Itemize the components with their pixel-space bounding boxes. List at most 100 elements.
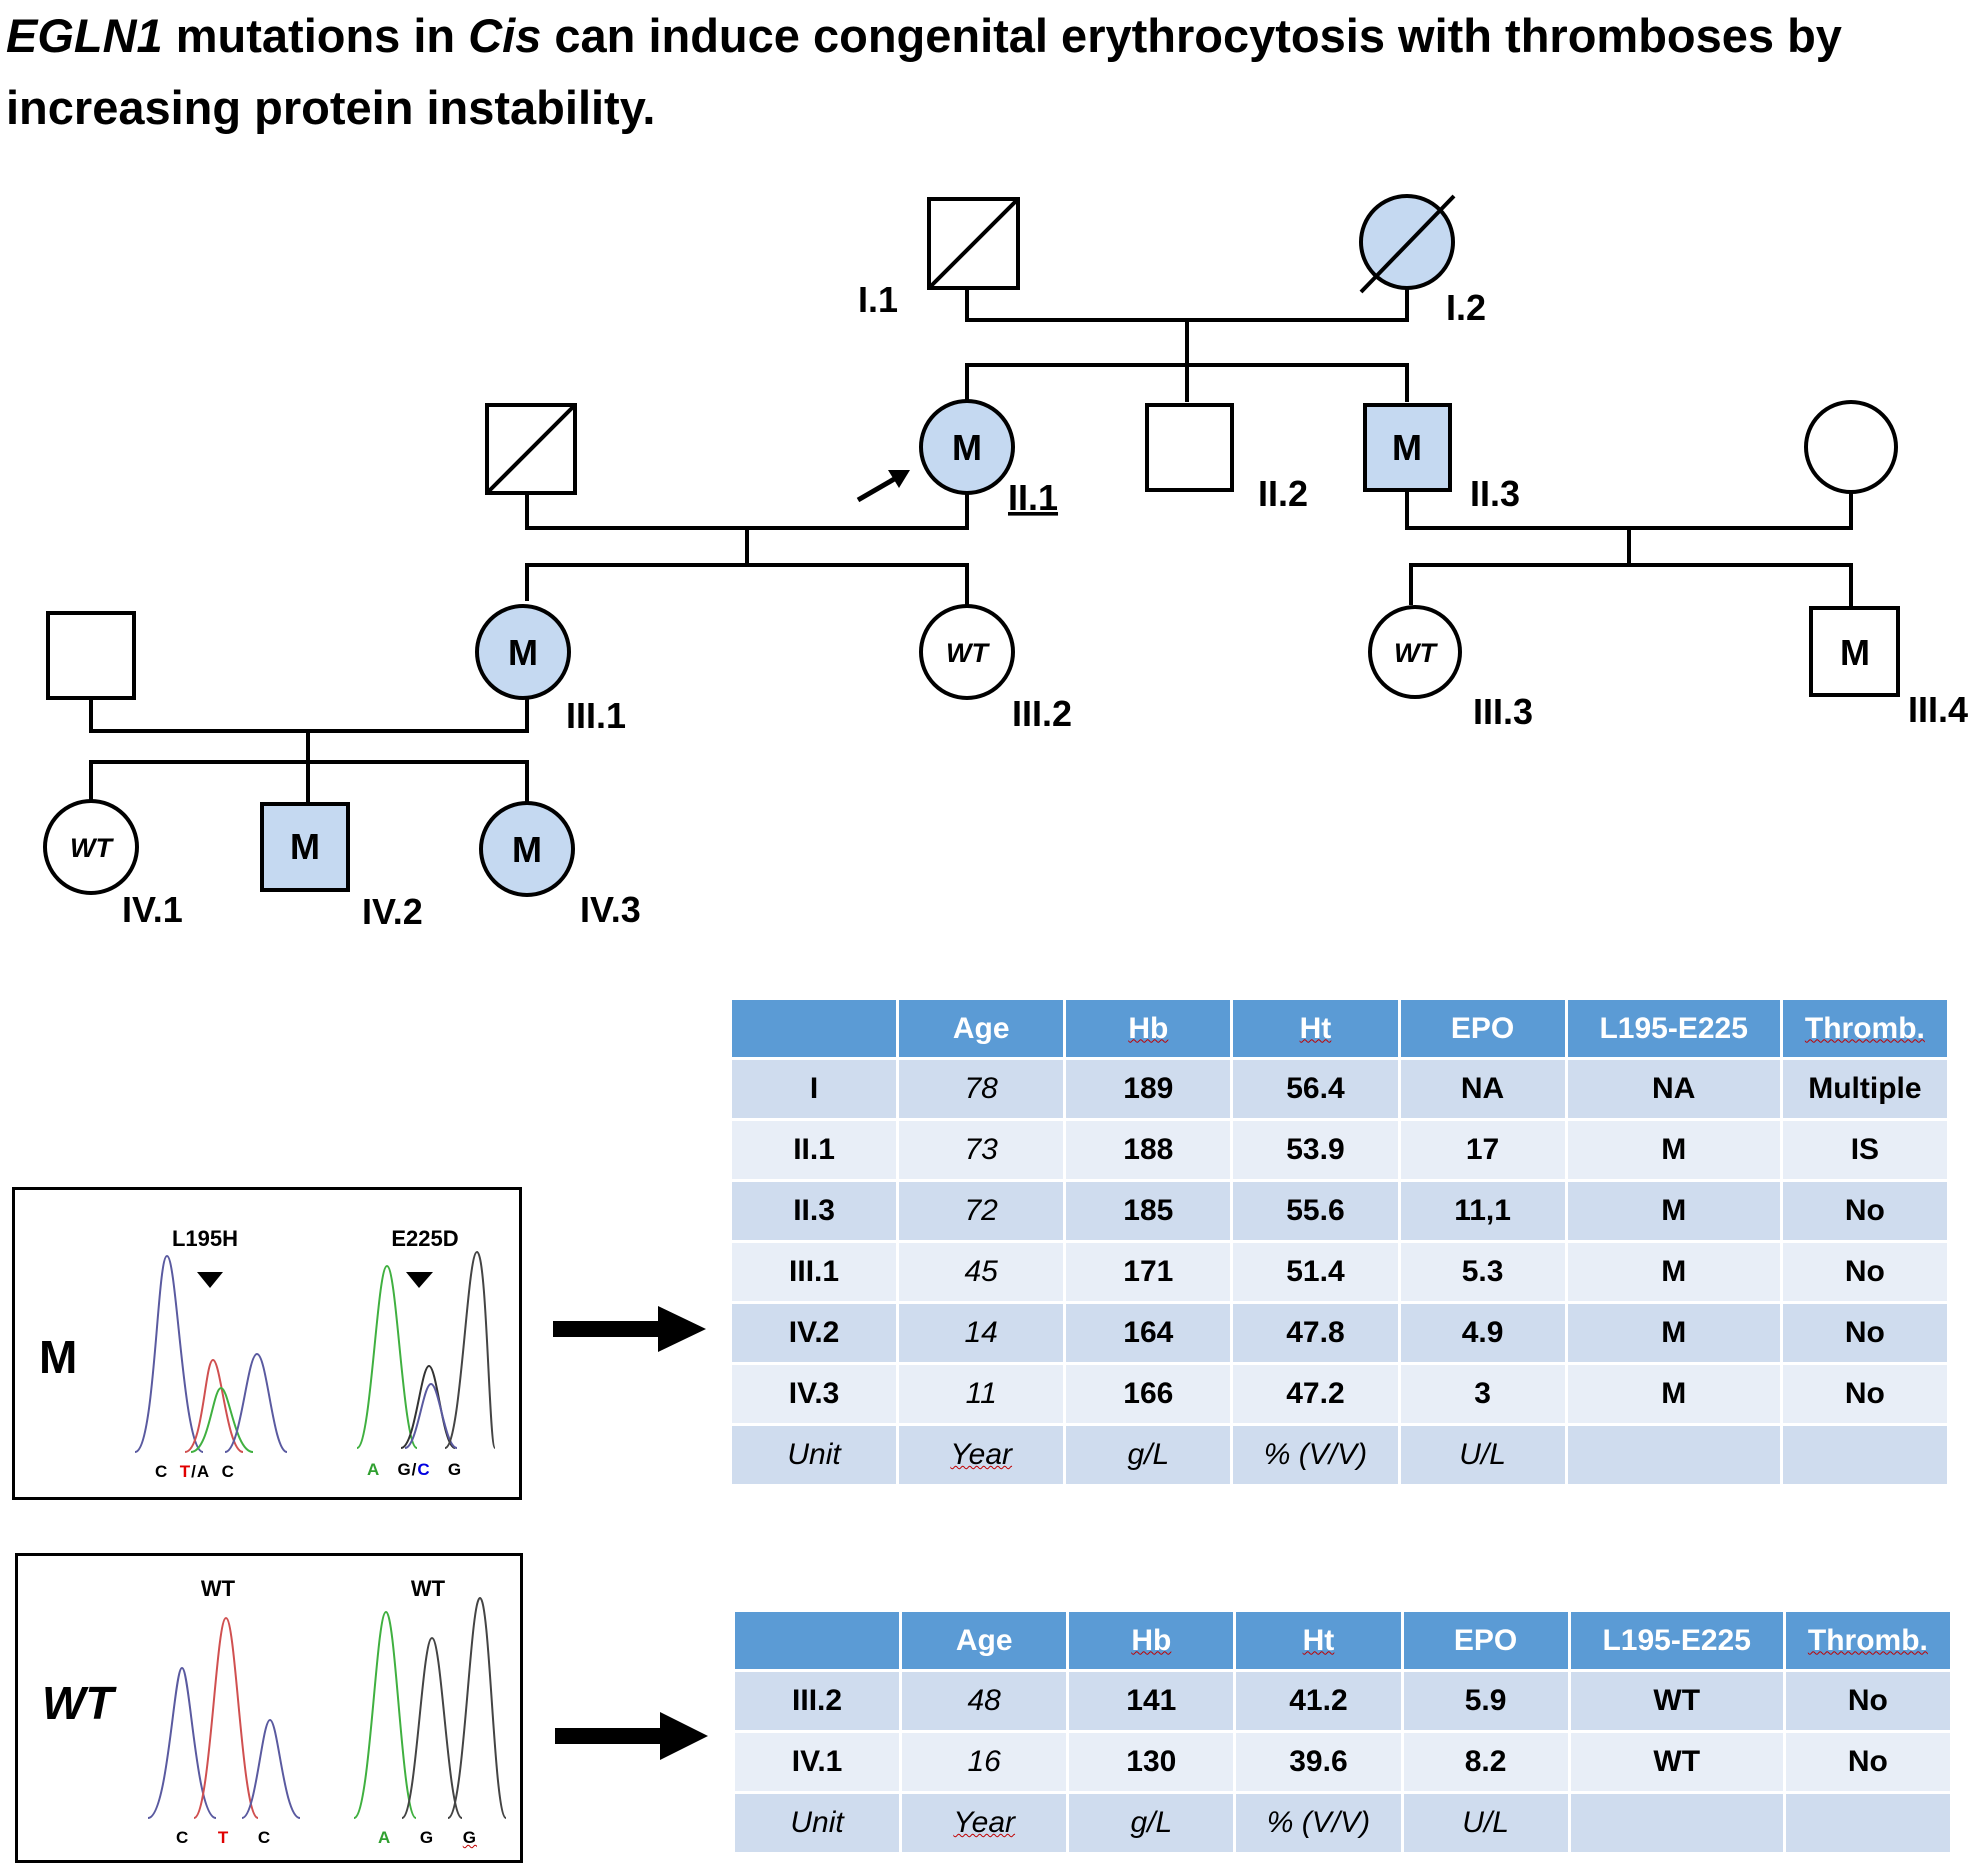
individual-III3: WT <box>1368 605 1462 699</box>
cell-thromb: No <box>1782 1304 1947 1362</box>
cell-epo: NA <box>1400 1060 1565 1118</box>
genotype-III1: M <box>508 632 538 673</box>
cell-thromb: No <box>1782 1182 1947 1240</box>
trace-wt-right-g2 <box>447 1596 507 1819</box>
cell-ht: 39.6 <box>1236 1733 1401 1791</box>
base-g: G <box>419 1828 435 1847</box>
cell-id: IV.1 <box>735 1733 900 1791</box>
header-ht-text: Ht <box>1302 1623 1335 1657</box>
table-mutant: Age Hb Ht EPO L195-E225 Thromb. I 78 189… <box>729 997 1950 1487</box>
chromatogram-m-traces <box>134 1250 496 1453</box>
base-c: C <box>176 1828 190 1847</box>
table-header: Age Hb Ht EPO L195-E225 Thromb. <box>735 1612 1950 1669</box>
header-hb-text: Hb <box>1128 1011 1169 1045</box>
pedigree-lines <box>89 288 1853 802</box>
header-age: Age <box>899 1000 1064 1057</box>
cell-genotype: NA <box>1567 1060 1780 1118</box>
cell-id: IV.2 <box>732 1304 897 1362</box>
cell-thromb: IS <box>1782 1121 1947 1179</box>
unit-epo: U/L <box>1400 1426 1565 1484</box>
genotype-III2: WT <box>946 638 990 668</box>
table-row: I 78 189 56.4 NA NA Multiple <box>732 1060 1947 1118</box>
individual-II1: M <box>919 399 1015 495</box>
cell-epo: 3 <box>1400 1365 1565 1423</box>
cell-epo: 5.9 <box>1403 1672 1568 1730</box>
cell-ht: 55.6 <box>1233 1182 1398 1240</box>
unit-age-text: Year <box>953 1806 1016 1839</box>
header-cell <box>732 1000 897 1057</box>
base-g: G/ <box>397 1460 418 1479</box>
cell-genotype: M <box>1567 1365 1780 1423</box>
base-t: T <box>217 1828 230 1847</box>
unit-age: Year <box>899 1426 1064 1484</box>
bases-wt-right: A G G <box>378 1828 477 1848</box>
individual-III2: WT <box>919 604 1015 700</box>
cell-hb: 141 <box>1069 1672 1234 1730</box>
unit-ht: % (V/V) <box>1233 1426 1398 1484</box>
cell-id: III.1 <box>732 1243 897 1301</box>
cell-age: 72 <box>899 1182 1064 1240</box>
cell-id: I <box>732 1060 897 1118</box>
unit-age: Year <box>902 1794 1067 1852</box>
unit-age-text: Year <box>950 1438 1013 1471</box>
cell-epo: 17 <box>1400 1121 1565 1179</box>
marker-l195h <box>197 1272 223 1288</box>
cell-age: 45 <box>899 1243 1064 1301</box>
cell-id: II.1 <box>732 1121 897 1179</box>
arrow-m <box>553 1306 706 1352</box>
trace-m-right-g <box>400 1364 456 1449</box>
panel-m-letter: M <box>39 1331 78 1383</box>
individual-IV1: WT <box>43 799 139 895</box>
unit-label: Unit <box>735 1794 900 1852</box>
cell-ht: 47.2 <box>1233 1365 1398 1423</box>
individual-I1 <box>927 197 1020 290</box>
title-part2: can induce congenital erythrocytosis wit… <box>6 9 1842 134</box>
unit-genotype <box>1570 1794 1783 1852</box>
label-II1: II.1 <box>1008 477 1058 518</box>
unit-genotype <box>1567 1426 1780 1484</box>
cell-thromb: No <box>1782 1365 1947 1423</box>
spouse-II3 <box>1804 400 1898 494</box>
label-III2: III.2 <box>1012 693 1072 734</box>
table-row: IV.3 11 166 47.2 3 M No <box>732 1365 1947 1423</box>
cell-genotype: WT <box>1570 1672 1783 1730</box>
table-row: IV.2 14 164 47.8 4.9 M No <box>732 1304 1947 1362</box>
cell-genotype: M <box>1567 1182 1780 1240</box>
panel-wt-label-left: WT <box>200 1576 236 1601</box>
genotype-III3: WT <box>1394 638 1438 668</box>
label-IV1: IV.1 <box>122 889 183 930</box>
cell-ht: 47.8 <box>1233 1304 1398 1362</box>
panel-m-label-right: E225D <box>391 1226 459 1251</box>
trace-m-left-c1 <box>134 1254 204 1453</box>
cell-thromb: No <box>1785 1672 1950 1730</box>
chromatogram-panel-wt: WT WT WT C T C A G G <box>15 1553 523 1863</box>
header-thromb-text: Thromb. <box>1804 1011 1925 1045</box>
cell-hb: 185 <box>1066 1182 1231 1240</box>
cell-age: 11 <box>899 1365 1064 1423</box>
genotype-IV3: M <box>512 829 542 870</box>
table-row: III.1 45 171 51.4 5.3 M No <box>732 1243 1947 1301</box>
table-unit-row: Unit Year g/L % (V/V) U/L <box>732 1426 1947 1484</box>
cell-thromb: Multiple <box>1782 1060 1947 1118</box>
cell-hb: 188 <box>1066 1121 1231 1179</box>
cell-hb: 164 <box>1066 1304 1231 1362</box>
label-II3: II.3 <box>1470 473 1520 514</box>
cell-epo: 4.9 <box>1400 1304 1565 1362</box>
cell-hb: 166 <box>1066 1365 1231 1423</box>
unit-ht: % (V/V) <box>1236 1794 1401 1852</box>
label-I2: I.2 <box>1446 287 1486 328</box>
header-thromb: Thromb. <box>1782 1000 1947 1057</box>
base-c: C <box>155 1462 169 1481</box>
cell-ht: 51.4 <box>1233 1243 1398 1301</box>
unit-label: Unit <box>732 1426 897 1484</box>
base-c: C <box>257 1828 272 1847</box>
header-thromb-text: Thromb. <box>1807 1623 1928 1657</box>
unit-thromb <box>1782 1426 1947 1484</box>
label-I1: I.1 <box>858 279 898 320</box>
base-t: T <box>179 1462 192 1481</box>
bases-m-right: A G/C G <box>367 1460 462 1480</box>
cell-thromb: No <box>1785 1733 1950 1791</box>
header-hb: Hb <box>1069 1612 1234 1669</box>
genotype-III4: M <box>1840 632 1870 673</box>
cell-id: II.3 <box>732 1182 897 1240</box>
